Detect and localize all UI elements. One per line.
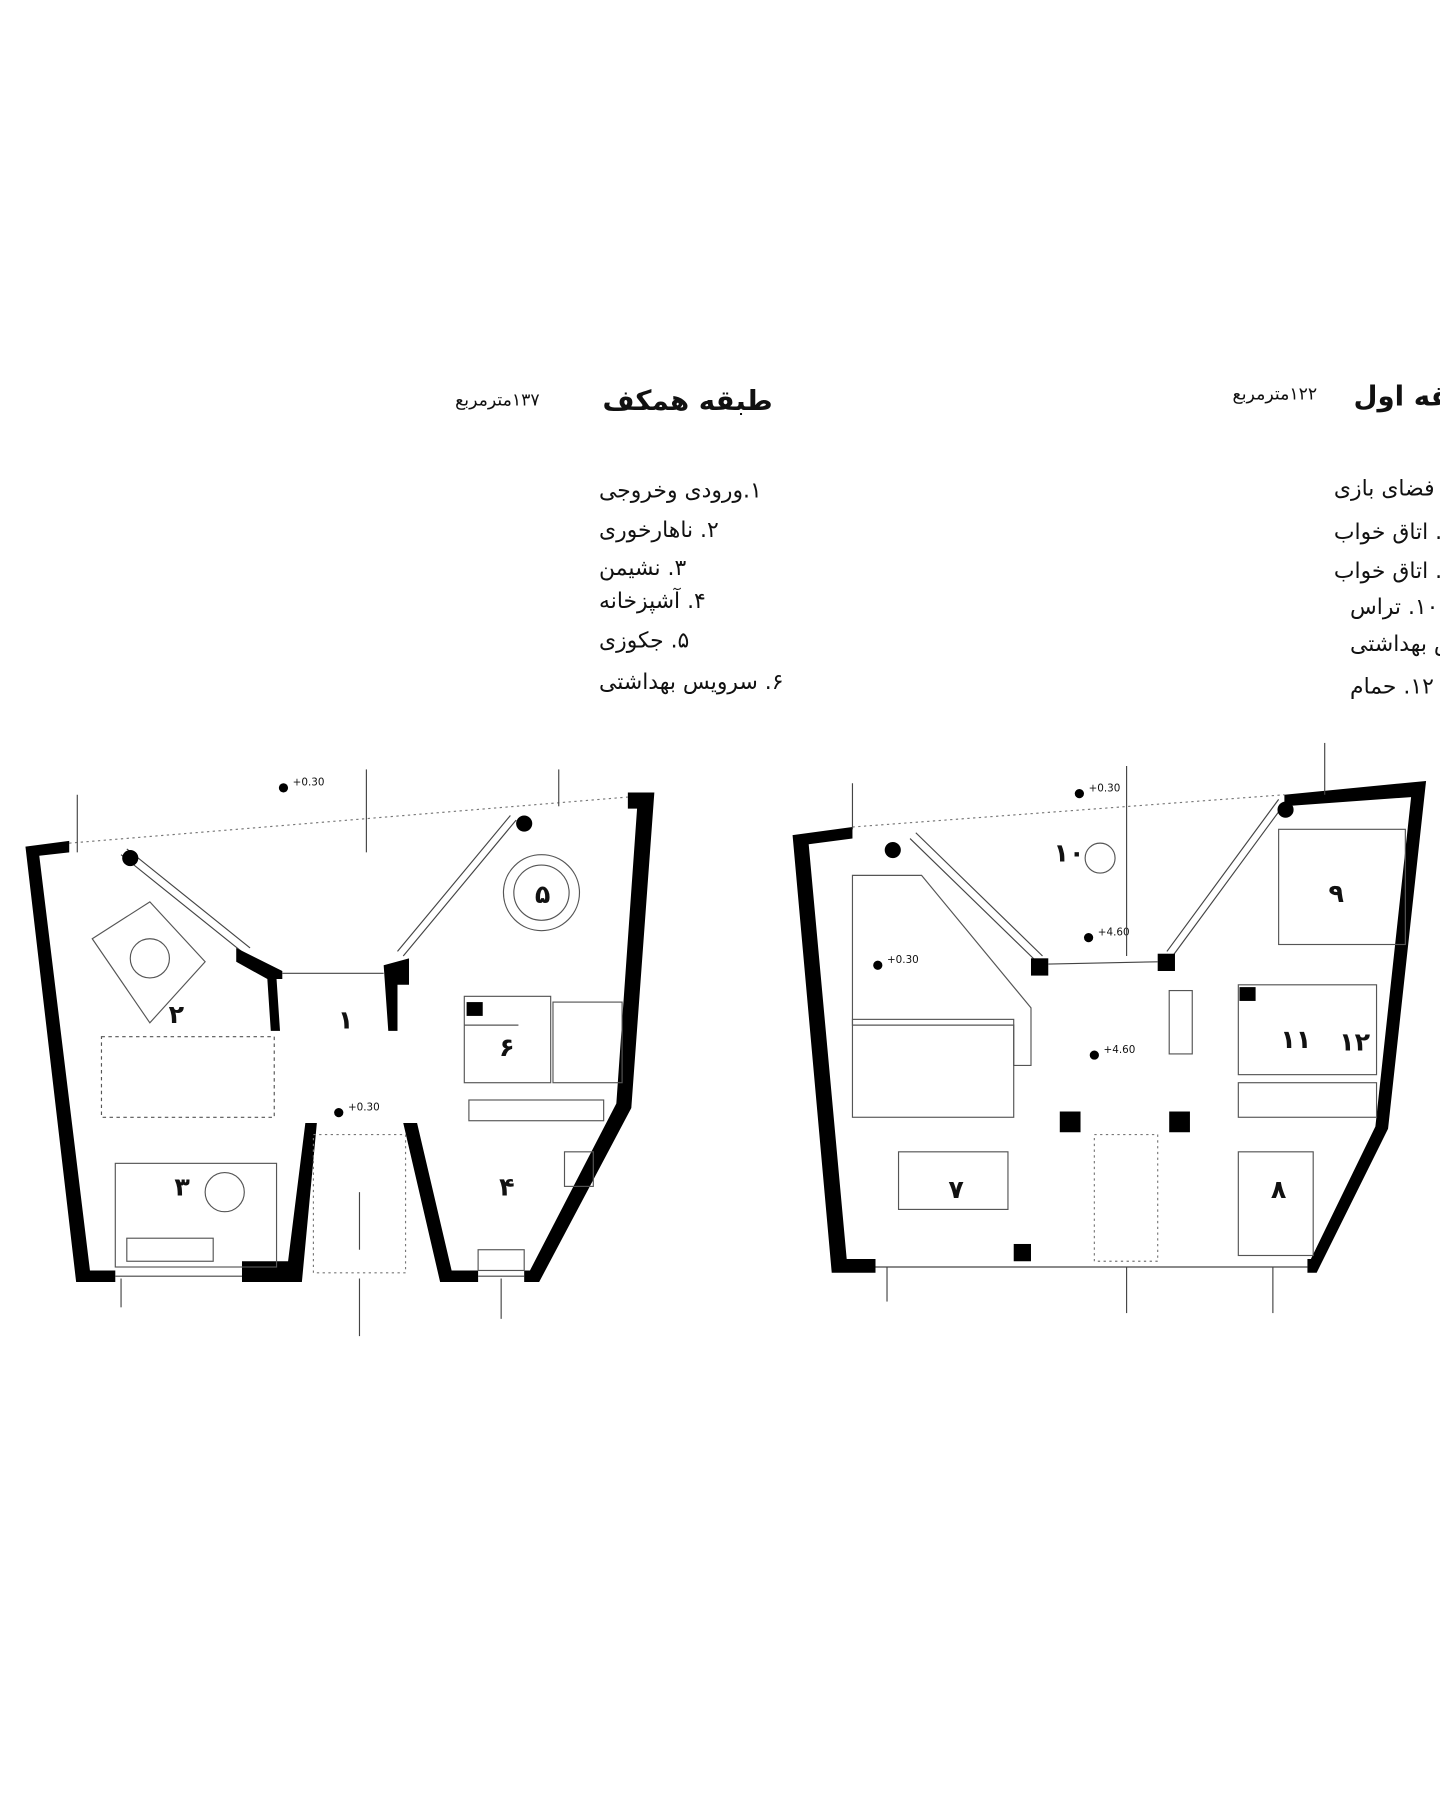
- level-marker: +0.30: [1074, 782, 1121, 799]
- legend-item: ۸. اتاق خواب: [1334, 520, 1440, 545]
- room-label: ۱۱: [1280, 1024, 1311, 1054]
- room-label: ۱: [338, 1005, 353, 1035]
- legend-item: ۳. نشیمن: [599, 556, 686, 581]
- legend-item: ۲. ناهارخوری: [599, 518, 719, 543]
- first-floor-area: ۱۲۲مترمربع: [1233, 385, 1318, 405]
- legend-item: ۶. سرویس بهداشتی: [599, 670, 783, 695]
- legend-item: ۱۰. تراس: [1350, 595, 1438, 620]
- first-floor-plan: ۷ ۸ ۹ ۱۰ ۱۱ ۱۲ +0.30 +0.30 +4.60 +4.60: [792, 742, 1427, 1314]
- level-marker: +0.30: [334, 1101, 380, 1118]
- level-marker: +0.30: [873, 954, 919, 970]
- room-label: ۸: [1271, 1174, 1287, 1204]
- svg-text:+0.30: +0.30: [348, 1101, 380, 1113]
- room-label: ۹: [1328, 878, 1343, 908]
- room-label: ۱۲: [1339, 1026, 1370, 1056]
- svg-text:+0.30: +0.30: [293, 777, 325, 789]
- room-label: ۶: [499, 1032, 514, 1062]
- level-marker: +4.60: [1089, 1044, 1136, 1060]
- legend-item: ۱.ورودی وخروجی: [599, 479, 762, 504]
- room-label: ۷: [948, 1174, 964, 1204]
- legend-item: ۱۱. سرویس بهداشتی: [1350, 632, 1440, 657]
- legend-item: ۱۲. حمام: [1350, 674, 1434, 699]
- ground-floor-title: طبقه همکف: [603, 384, 773, 417]
- svg-text:+4.60: +4.60: [1098, 926, 1130, 938]
- room-label: ۴: [499, 1172, 514, 1202]
- level-marker: +0.30: [278, 777, 325, 793]
- level-marker: +4.60: [1083, 926, 1130, 943]
- legend-item: ۷. فضای بازی: [1334, 476, 1440, 501]
- room-label: ۳: [174, 1172, 190, 1202]
- room-label: ۲: [169, 999, 185, 1029]
- svg-text:+4.60: +4.60: [1104, 1044, 1136, 1056]
- first-floor-title: طبقه اول: [1354, 379, 1440, 412]
- svg-text:+0.30: +0.30: [1089, 782, 1121, 794]
- room-label: ۵: [535, 879, 550, 909]
- ground-floor-legend: طبقه همکف ۱۳۷مترمربع ۱.ورودی وخروجی ۲. ن…: [455, 384, 783, 695]
- first-floor-legend: طبقه اول ۱۲۲مترمربع ۷. فضای بازی ۸. اتاق…: [1233, 379, 1440, 699]
- legend-item: ۴. آشپزخانه: [599, 587, 706, 614]
- ground-floor-plan: ۱ ۲ ۳ ۴ ۵ ۶ +0.30 +0.30: [25, 769, 655, 1337]
- legend-item: ۵. جکوزی: [599, 628, 689, 653]
- svg-text:+0.30: +0.30: [887, 954, 919, 966]
- room-label: ۱۰: [1054, 838, 1085, 868]
- legend-item: ۹. اتاق خواب: [1334, 559, 1440, 584]
- ground-floor-area: ۱۳۷مترمربع: [455, 390, 540, 410]
